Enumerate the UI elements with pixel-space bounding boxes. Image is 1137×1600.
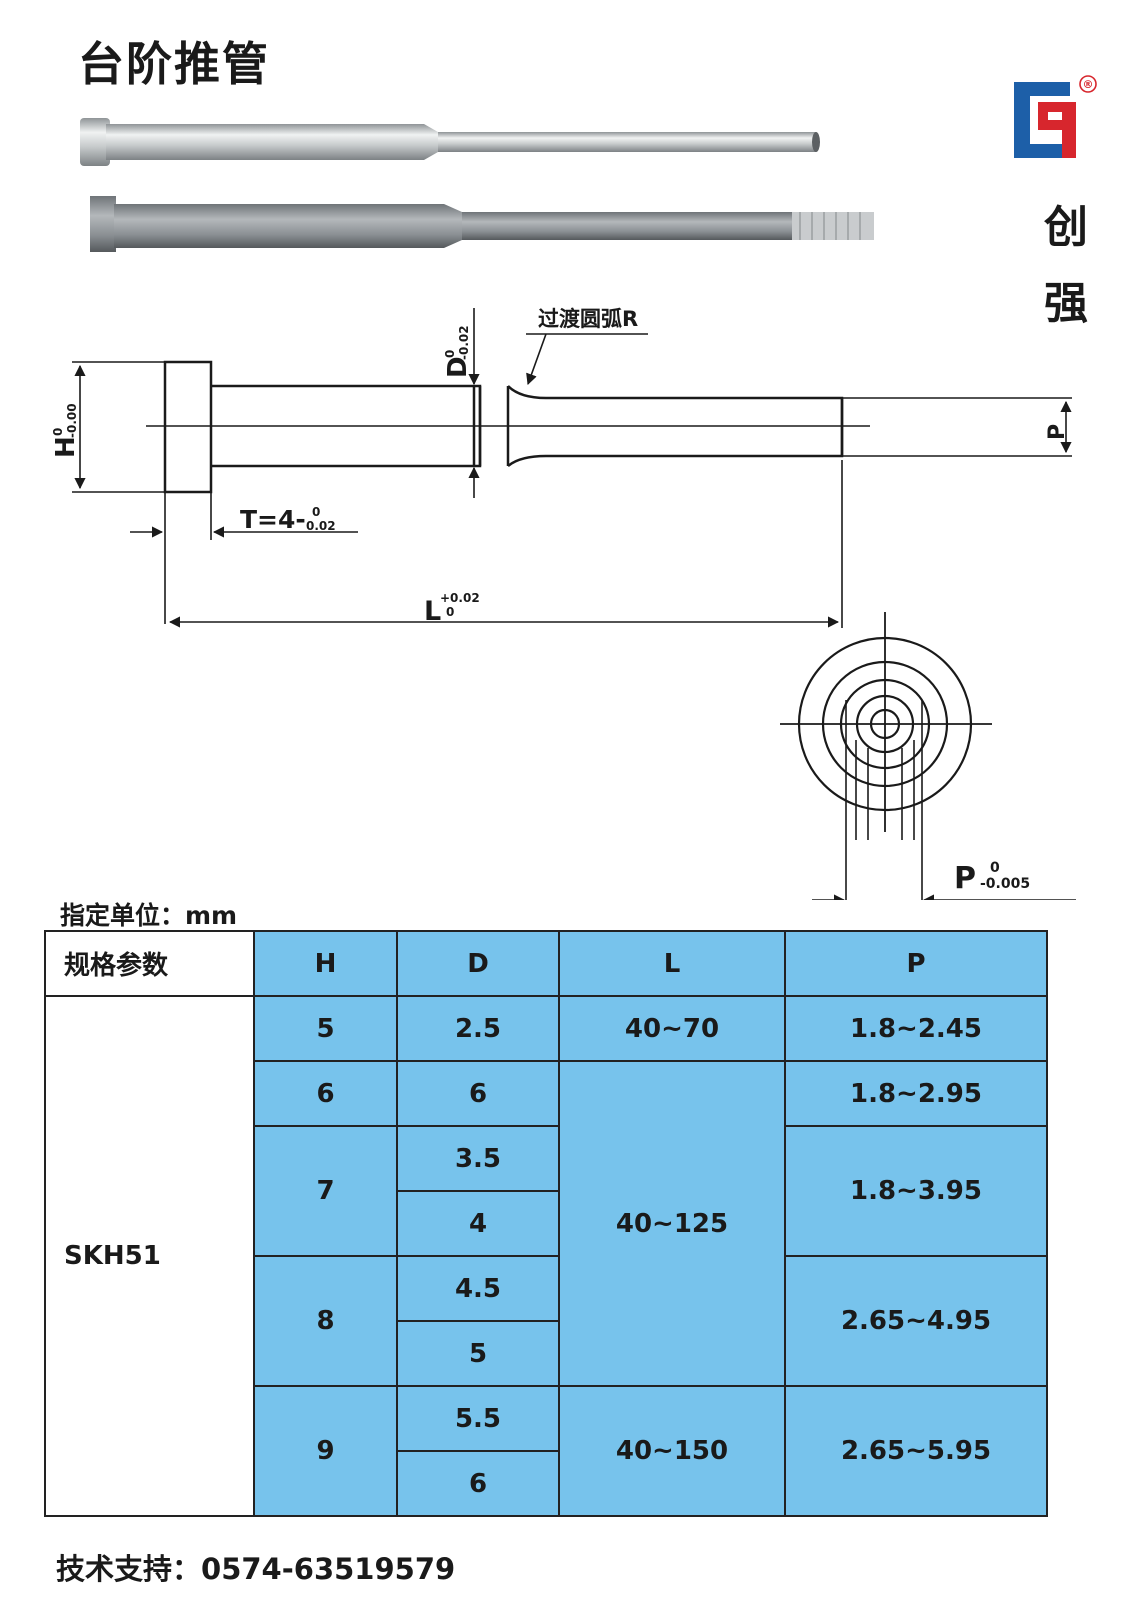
dim-h-label: H 0 -0.00 <box>51 403 81 458</box>
table-row: SKH51 5 2.5 40~70 1.8~2.45 <box>44 995 1048 1517</box>
cell-l: 40~125 <box>558 1060 786 1387</box>
dim-l-label: L +0.02 0 <box>424 591 480 627</box>
cell-d: 4.5 <box>396 1255 560 1322</box>
table-row: 8 4.5 2.65~4.95 <box>45 1255 1048 1387</box>
svg-text:D: D <box>443 356 473 378</box>
technical-drawing: 过渡圆弧R D 0 -0.02 H 0 -0.00 P T=4- 0 0.02 … <box>51 118 1076 900</box>
cell-d: 3.5 <box>396 1125 560 1192</box>
svg-text:T=4-: T=4- <box>240 505 306 534</box>
brand-name-line2: 强 <box>1044 278 1088 329</box>
dim-t-label: T=4- 0 0.02 <box>240 505 336 534</box>
table-row: 5 <box>45 1320 1047 1387</box>
svg-text:-0.02: -0.02 <box>457 325 471 360</box>
svg-text:0: 0 <box>51 428 65 436</box>
transition-radius-label: 过渡圆弧R <box>538 307 638 331</box>
svg-text:0: 0 <box>446 605 454 619</box>
contact-info: 技术支持：0574-63519579 <box>56 1546 455 1588</box>
svg-text:0: 0 <box>312 505 320 519</box>
contact-phone: 0574-63519579 <box>201 1552 456 1586</box>
cell-d: 5.5 <box>396 1385 560 1452</box>
svg-text:0.02: 0.02 <box>306 519 336 533</box>
header-p: P <box>784 930 1048 997</box>
svg-text:P: P <box>1045 424 1070 440</box>
spec-table: 规格参数 H D L P SKH51 5 2.5 40~70 1.8~2.45 … <box>44 930 1048 1517</box>
cell-p: 2.65~4.95 <box>784 1255 1048 1387</box>
svg-text:H: H <box>51 436 81 458</box>
contact-label: 技术支持： <box>56 1552 202 1586</box>
material-cell: SKH51 <box>44 995 255 1517</box>
svg-text:P: P <box>954 861 976 896</box>
cell-l: 40~150 <box>558 1385 786 1517</box>
cell-h: 5 <box>253 995 398 1062</box>
cell-d: 6 <box>396 1060 560 1127</box>
table-row: 7 3.5 1.8~3.95 <box>45 1125 1048 1257</box>
brand-name: 创 强 <box>1036 190 1096 342</box>
cell-p: 1.8~2.95 <box>784 1060 1048 1127</box>
table-row: 6 <box>45 1450 1047 1517</box>
svg-text:0: 0 <box>990 860 1000 876</box>
cell-p: 1.8~2.45 <box>784 995 1048 1062</box>
cell-h: 8 <box>253 1255 398 1387</box>
svg-text:-0.00: -0.00 <box>65 403 79 438</box>
cell-h: 6 <box>253 1060 398 1127</box>
table-row: 6 6 40~125 1.8~2.95 <box>45 1060 1048 1387</box>
product-photo-light-sleeve <box>80 118 820 166</box>
page-title: 台阶推管 <box>78 37 270 91</box>
dim-p-end-label: P 0 -0.005 <box>954 860 1030 896</box>
table-header-row: 规格参数 H D L P <box>44 930 1048 997</box>
end-view <box>780 612 1076 900</box>
header-d: D <box>396 930 560 997</box>
unit-label: 指定单位：mm <box>60 901 238 930</box>
cell-d: 5 <box>396 1320 560 1387</box>
header-h: H <box>253 930 398 997</box>
header-spec: 规格参数 <box>44 930 255 997</box>
cell-h: 9 <box>253 1385 398 1517</box>
header-l: L <box>558 930 786 997</box>
cell-h: 7 <box>253 1125 398 1257</box>
cell-d: 4 <box>396 1190 560 1257</box>
dim-d-label: D 0 -0.02 <box>443 325 473 378</box>
cell-d: 2.5 <box>396 995 560 1062</box>
svg-text:0: 0 <box>443 350 457 358</box>
dim-p-side-label: P <box>1045 424 1070 440</box>
brand-logo: ® <box>1014 75 1097 158</box>
svg-text:L: L <box>424 596 441 627</box>
cell-p: 1.8~3.95 <box>784 1125 1048 1257</box>
table-row: 9 5.5 40~150 2.65~5.95 <box>45 1385 1048 1517</box>
cell-d: 6 <box>396 1450 560 1517</box>
registered-mark: ® <box>1083 78 1094 91</box>
product-photo-dark-sleeve <box>90 196 874 252</box>
cell-p: 2.65~5.95 <box>784 1385 1048 1517</box>
svg-text:+0.02: +0.02 <box>440 591 480 605</box>
cell-l: 40~70 <box>558 995 786 1062</box>
side-view <box>72 360 1072 628</box>
brand-name-line1: 创 <box>1044 202 1088 253</box>
table-row: 4 <box>45 1190 1047 1257</box>
svg-text:-0.005: -0.005 <box>980 876 1030 892</box>
